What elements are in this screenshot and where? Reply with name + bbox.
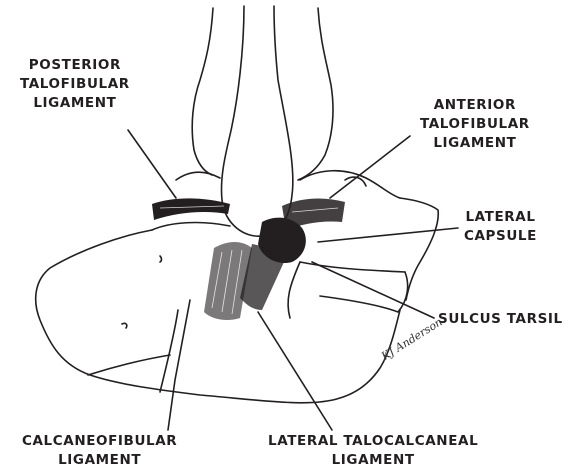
label-posterior-talofibular-ligament: POSTERIOR TALOFIBULAR LIGAMENT bbox=[20, 56, 130, 113]
tibia-bone bbox=[192, 8, 213, 175]
fibula-bone bbox=[221, 6, 292, 236]
label-sulcus-tarsil: SULCUS TARSIL bbox=[438, 310, 563, 329]
leader-calcaneofibular bbox=[168, 300, 190, 430]
label-lateral-talocalcaneal-ligament: LATERAL TALOCALCANEAL LIGAMENT bbox=[268, 432, 478, 470]
label-lateral-capsule: LATERAL CAPSULE bbox=[464, 208, 537, 246]
label-calcaneofibular-ligament: CALCANEOFIBULAR LIGAMENT bbox=[22, 432, 177, 470]
posterior-talofibular-ligament bbox=[152, 198, 230, 220]
leader-lateral-capsule bbox=[318, 228, 458, 242]
label-anterior-talofibular-ligament: ANTERIOR TALOFIBULAR LIGAMENT bbox=[420, 96, 530, 153]
talus-bone bbox=[176, 172, 220, 180]
leader-posterior-talofibular bbox=[128, 130, 176, 198]
leader-anterior-talofibular bbox=[330, 136, 410, 198]
leader-lateral-talocalcaneal bbox=[258, 312, 332, 430]
